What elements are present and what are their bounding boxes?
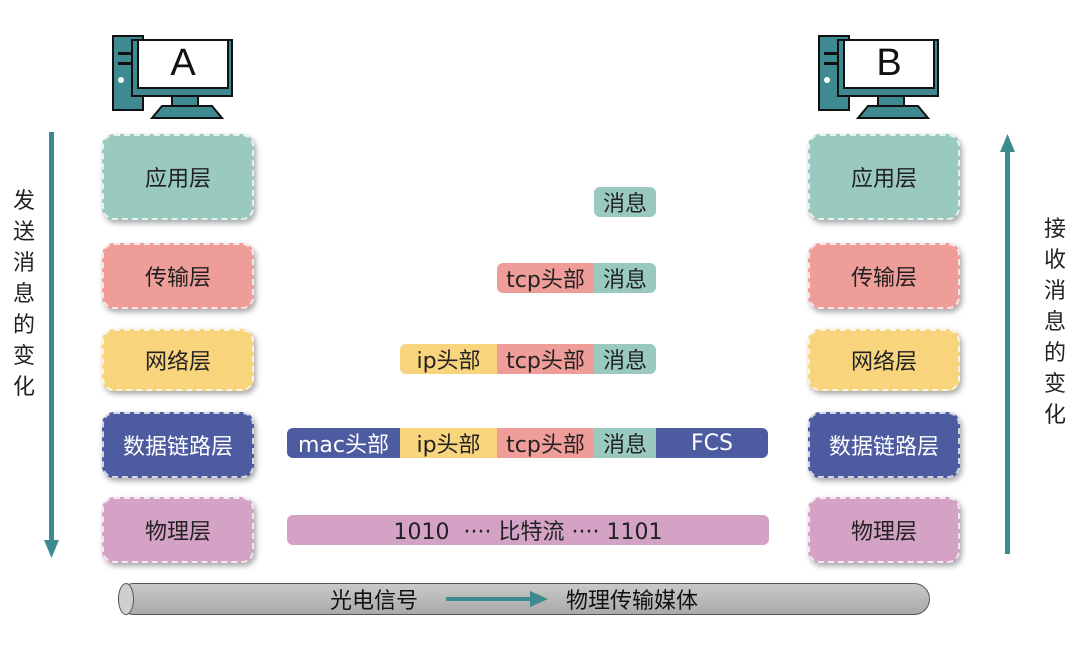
receive-char: 接	[1043, 217, 1066, 242]
receive-char: 息	[1043, 310, 1066, 335]
layer-datalink-a: 数据链路层	[102, 412, 254, 478]
packet-ip-header: ip头部	[400, 428, 497, 458]
layer-physical-b: 物理层	[808, 497, 960, 563]
tube-cap	[118, 583, 134, 615]
layer-datalink-b: 数据链路层	[808, 412, 960, 478]
layer-network-b: 网络层	[808, 329, 960, 391]
packet-message: 消息	[594, 344, 656, 374]
packet-message: 消息	[594, 263, 656, 293]
host-a-label: A	[170, 41, 196, 84]
send-char: 消	[12, 251, 35, 276]
signal-label: 光电信号	[330, 589, 419, 614]
computer-icon	[818, 35, 939, 119]
computer-icon	[112, 35, 233, 119]
arrow-up-icon	[1000, 134, 1015, 554]
host-b-label: B	[876, 41, 902, 84]
receive-char: 化	[1043, 403, 1066, 428]
send-char: 化	[12, 375, 35, 400]
layer-network-a: 网络层	[102, 329, 254, 391]
computer-a: A	[112, 34, 236, 120]
packet-tcp-header: tcp头部	[497, 344, 594, 374]
send-char: 送	[12, 220, 35, 245]
layer-transport-a: 传输层	[102, 243, 254, 309]
send-char: 发	[12, 189, 35, 214]
packet-tcp-header: tcp头部	[497, 428, 594, 458]
packet-mac-header: mac头部	[287, 428, 400, 458]
packet-message: 消息	[594, 187, 656, 217]
packet-bitstream: 1010 ···· 比特流 ···· 1101	[287, 515, 769, 545]
layer-transport-b: 传输层	[808, 243, 960, 309]
packet-fcs: FCS	[656, 428, 768, 458]
send-change-label: 发 送 消 息 的 变 化	[9, 186, 39, 403]
send-char: 的	[12, 313, 35, 338]
packet-tcp-header: tcp头部	[497, 263, 594, 293]
media-label: 物理传输媒体	[566, 589, 699, 614]
packet-message: 消息	[594, 428, 656, 458]
receive-char: 消	[1043, 279, 1066, 304]
arrow-down-icon	[44, 132, 59, 558]
computer-b: B	[818, 34, 942, 120]
packet-ip-header: ip头部	[400, 344, 497, 374]
receive-char: 收	[1043, 248, 1066, 273]
layer-physical-a: 物理层	[102, 497, 254, 563]
send-char: 息	[12, 282, 35, 307]
layer-application-a: 应用层	[102, 134, 254, 220]
send-char: 变	[12, 344, 35, 369]
receive-char: 的	[1043, 341, 1066, 366]
receive-char: 变	[1043, 372, 1066, 397]
receive-change-label: 接 收 消 息 的 变 化	[1040, 214, 1070, 431]
layer-application-b: 应用层	[808, 134, 960, 220]
arrow-right-icon	[446, 591, 548, 607]
